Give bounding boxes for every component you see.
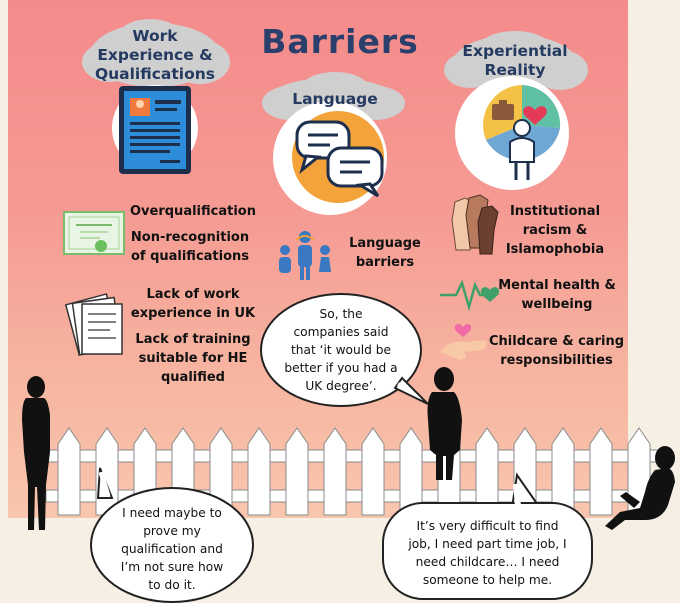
non-recognition-line1: Non-recognition: [130, 230, 250, 245]
quote-left-line5: to do it.: [148, 578, 196, 592]
racism-label: Institutional racism & Islamophobia: [495, 202, 615, 259]
quote-middle-line3: that ‘it would be: [291, 343, 391, 357]
fence-picket: [57, 427, 81, 516]
quote-middle-line1: So, the: [319, 307, 363, 321]
woman-silhouette-middle: [427, 367, 462, 480]
lack-of-work-line1: Lack of work: [146, 287, 240, 302]
work-heading: Work Experience & Qualifications: [85, 27, 225, 84]
lack-of-training-label: Lack of training suitable for HE qualifi…: [128, 330, 258, 387]
quote-right-line3: need childcare… I need: [415, 555, 560, 569]
quote-right: It’s very difficult to find job, I need …: [386, 517, 589, 589]
fence-picket: [589, 427, 613, 516]
reality-heading: Experiential Reality: [450, 42, 580, 80]
language-barriers-line1: Language: [349, 236, 421, 251]
hand-with-heart-icon: [440, 324, 487, 360]
person-with-briefcase-and-heart-icon: [483, 85, 561, 180]
overqualification-label: Overqualification: [130, 204, 256, 219]
mental-health-line2: wellbeing: [521, 297, 593, 312]
document-icon: [119, 86, 191, 174]
woman-silhouette-left: [22, 376, 50, 530]
quote-left-line3: qualification and: [121, 542, 223, 556]
lack-of-training-line2: suitable for HE: [138, 351, 248, 366]
quote-left-line1: I need maybe to: [122, 506, 222, 520]
lack-of-work-experience-label: Lack of work experience in UK: [128, 285, 258, 323]
lack-of-work-line2: experience in UK: [130, 306, 256, 321]
quote-right-line4: someone to help me.: [422, 573, 553, 587]
quote-middle: So, the companies said that ‘it would be…: [266, 305, 416, 395]
page-title: Barriers: [261, 22, 419, 61]
childcare-label: Childcare & caring responsibilities: [484, 332, 629, 370]
reality-heading-line2: Reality: [484, 61, 546, 79]
lack-of-training-line3: qualified: [160, 370, 225, 385]
certificate-icon: [63, 211, 125, 255]
fence-picket: [247, 427, 271, 516]
fence-picket: [323, 427, 347, 516]
heartbeat-icon: [440, 279, 500, 312]
mental-health-label: Mental health & wellbeing: [492, 276, 622, 314]
chat-bubbles-icon: [292, 111, 384, 203]
speech-bubble-left: [90, 467, 254, 603]
quote-left-line2: prove my: [143, 524, 201, 538]
work-heading-line2: Experience &: [97, 46, 213, 64]
childcare-line1: Childcare & caring: [488, 334, 624, 349]
work-heading-line1: Work: [132, 27, 178, 45]
speech-bubble-middle: [260, 293, 429, 407]
group-of-people-icon: [279, 231, 331, 280]
speech-bubble-right: [382, 472, 593, 600]
raised-fists-icon: [451, 194, 499, 255]
racism-line3: Islamophobia: [505, 242, 605, 257]
childcare-line2: responsibilities: [500, 353, 613, 368]
quote-middle-line4: better if you had a: [284, 361, 398, 375]
quote-middle-line5: UK degree’.: [305, 379, 377, 393]
lack-of-training-line1: Lack of training: [135, 332, 251, 347]
fence-picket: [551, 427, 575, 516]
quote-right-line1: It’s very difficult to find: [416, 519, 559, 533]
fence-picket: [361, 427, 385, 516]
racism-line2: racism &: [522, 223, 588, 238]
non-recognition-line2: of qualifications: [130, 249, 250, 264]
papers-icon: [64, 293, 123, 357]
language-barriers-label: Language barriers: [340, 234, 430, 272]
quote-middle-line2: companies said: [293, 325, 389, 339]
racism-line1: Institutional: [509, 204, 601, 219]
non-recognition-label: Non-recognition of qualifications: [125, 228, 255, 266]
reality-heading-line1: Experiential: [462, 42, 568, 60]
language-heading: Language: [292, 90, 378, 108]
quote-left: I need maybe to prove my qualification a…: [97, 504, 247, 594]
work-heading-line3: Qualifications: [94, 65, 216, 83]
mental-health-line1: Mental health &: [498, 278, 616, 293]
quote-left-line4: I’m not sure how: [120, 560, 224, 574]
fence-picket: [285, 427, 309, 516]
cloud-work: [82, 19, 230, 87]
fence-picket: [399, 427, 423, 516]
woman-sitting-silhouette-right: [605, 446, 675, 530]
cloud-reality: [444, 31, 588, 91]
language-barriers-line2: barriers: [355, 255, 415, 270]
fence-picket: [475, 427, 499, 516]
quote-right-line2: job, I need part time job, I: [408, 537, 567, 551]
